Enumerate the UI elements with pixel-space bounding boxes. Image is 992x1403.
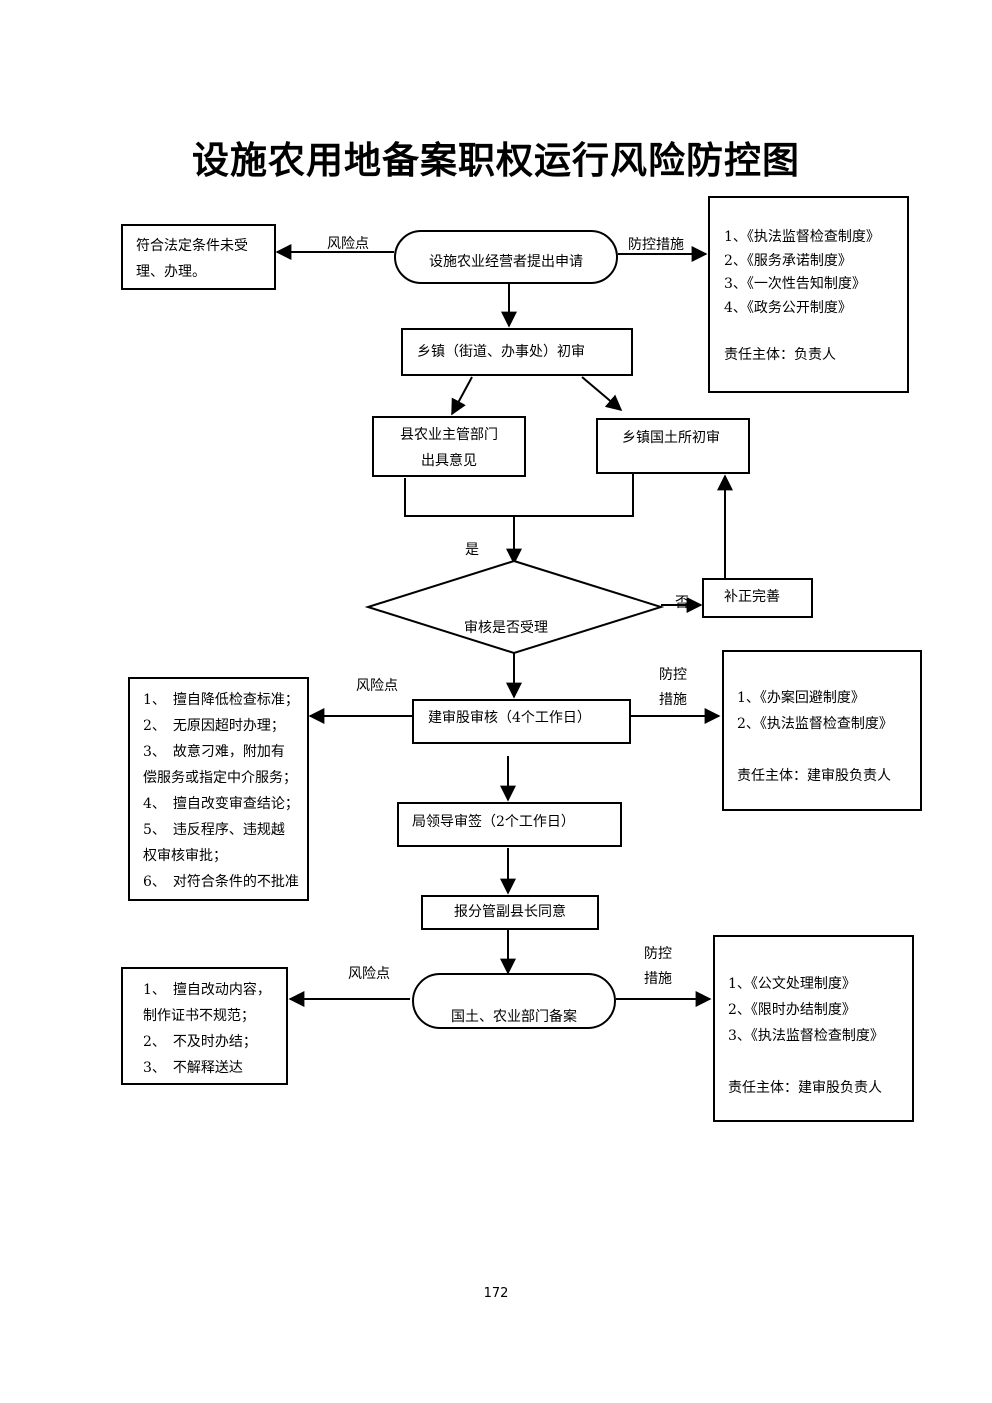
measure-box-2-line: 1、《办案回避制度》 — [737, 690, 865, 706]
control-label-2: 防控 — [659, 667, 687, 683]
risk-point-label-3: 风险点 — [348, 966, 390, 982]
measure-box-3: 1、《公文处理制度》 2、《限时办结制度》 3、《执法监督检查制度》 责任主体：… — [713, 935, 914, 1122]
risk-box-2-line: 6、 对符合条件的不批准 — [143, 874, 299, 890]
supplement-box: 补正完善 — [702, 578, 813, 618]
construction-review-box: 建审股审核（4个工作日） — [412, 699, 631, 744]
risk-box-3-line: 2、 不及时办结； — [143, 1034, 257, 1050]
risk-box-3-line: 制作证书不规范； — [143, 1008, 255, 1024]
measure-box-2: 1、《办案回避制度》 2、《执法监督检查制度》 责任主体：建审股负责人 — [722, 650, 922, 811]
no-label: 否 — [675, 595, 689, 611]
risk-box-2-line: 4、 擅自改变审查结论； — [143, 796, 299, 812]
agri-dept-line-1: 县农业主管部门 — [400, 427, 498, 443]
measure-box-1-line: 4、《政务公开制度》 — [724, 299, 852, 316]
risk-box-1: 符合法定条件未受 理、办理。 — [121, 224, 276, 290]
risk-box-2-line: 3、 故意刁难，附加有 — [143, 744, 285, 760]
construction-review-label: 建审股审核（4个工作日） — [428, 710, 591, 726]
risk-box-2-line: 权审核审批； — [143, 848, 227, 864]
agri-dept-box: 县农业主管部门 出具意见 — [372, 416, 526, 477]
arrow-town-to-agri — [451, 376, 473, 416]
measure-box-2-line — [737, 737, 920, 763]
vice-mayor-label: 报分管副县长同意 — [454, 904, 566, 920]
decision-label: 审核是否受理 — [464, 620, 548, 636]
measure-box-3-line: 3、《执法监督检查制度》 — [728, 1028, 884, 1044]
leader-sign-box: 局领导审签（2个工作日） — [397, 802, 622, 847]
measure-box-3-line: 责任主体：建审股负责人 — [728, 1080, 882, 1096]
measure-box-1-line — [724, 320, 907, 344]
risk-box-2-line: 1、 擅自降低检查标准； — [143, 692, 299, 708]
control-label-3: 防控 — [644, 946, 672, 962]
risk-box-3: 1、 擅自改动内容， 制作证书不规范； 2、 不及时办结； 3、 不解释送达 — [121, 967, 288, 1085]
land-office-label: 乡镇国土所初审 — [622, 430, 720, 446]
risk-box-1-line: 符合法定条件未受 — [136, 238, 248, 254]
filing-node-label: 国土、农业部门备案 — [451, 1009, 577, 1025]
risk-box-1-line: 理、办理。 — [136, 264, 206, 280]
agri-dept-line-2: 出具意见 — [421, 453, 477, 469]
risk-box-2-line: 偿服务或指定中介服务； — [143, 770, 297, 786]
measure-box-1-line: 1、《执法监督检查制度》 — [724, 229, 880, 245]
measure-box-1-line: 3、《一次性告知制度》 — [724, 276, 866, 292]
measure-box-3-line: 2、《限时办结制度》 — [728, 1002, 856, 1018]
measure-box-3-line: 1、《公文处理制度》 — [728, 976, 856, 992]
measure-box-2-line: 责任主体：建审股负责人 — [737, 768, 891, 784]
leader-sign-label: 局领导审签（2个工作日） — [412, 814, 575, 830]
merge-line — [404, 473, 634, 517]
land-office-box: 乡镇国土所初审 — [596, 418, 750, 474]
vice-mayor-box: 报分管副县长同意 — [421, 895, 599, 930]
supplement-label: 补正完善 — [724, 589, 780, 605]
measure-box-3-line — [728, 1049, 912, 1075]
decision-diamond — [364, 559, 665, 655]
apply-node: 设施农业经营者提出申请 — [394, 230, 618, 284]
risk-box-3-line: 1、 擅自改动内容， — [143, 982, 271, 998]
page-title: 设施农用地备案职权运行风险防控图 — [192, 139, 800, 182]
risk-box-2-line: 2、 无原因超时办理； — [143, 718, 285, 734]
measure-box-1-line: 责任主体：负责人 — [724, 346, 836, 363]
measure-box-1-line: 2、《服务承诺制度》 — [724, 252, 852, 269]
yes-label: 是 — [465, 542, 479, 558]
measures-label-3: 措施 — [644, 971, 672, 987]
risk-box-2: 1、 擅自降低检查标准； 2、 无原因超时办理； 3、 故意刁难，附加有 偿服务… — [128, 677, 309, 901]
arrow-town-to-land — [581, 376, 623, 412]
apply-node-label: 设施农业经营者提出申请 — [429, 254, 583, 270]
measure-box-2-line: 2、《执法监督检查制度》 — [737, 716, 893, 732]
town-review-label: 乡镇（街道、办事处）初审 — [417, 344, 585, 360]
risk-point-label-1: 风险点 — [327, 236, 369, 252]
town-review-box: 乡镇（街道、办事处）初审 — [401, 328, 633, 376]
filing-node: 国土、农业部门备案 — [412, 973, 616, 1029]
measures-label-2: 措施 — [659, 692, 687, 708]
risk-point-label-2: 风险点 — [356, 678, 398, 694]
risk-box-3-line: 3、 不解释送达 — [143, 1060, 243, 1076]
measure-box-1: 1、《执法监督检查制度》 2、《服务承诺制度》 3、《一次性告知制度》 4、《政… — [708, 196, 909, 393]
page-number: 172 — [483, 1286, 509, 1301]
risk-box-2-line: 5、 违反程序、违规越 — [143, 822, 285, 838]
control-measures-label-1: 防控措施 — [628, 237, 684, 253]
